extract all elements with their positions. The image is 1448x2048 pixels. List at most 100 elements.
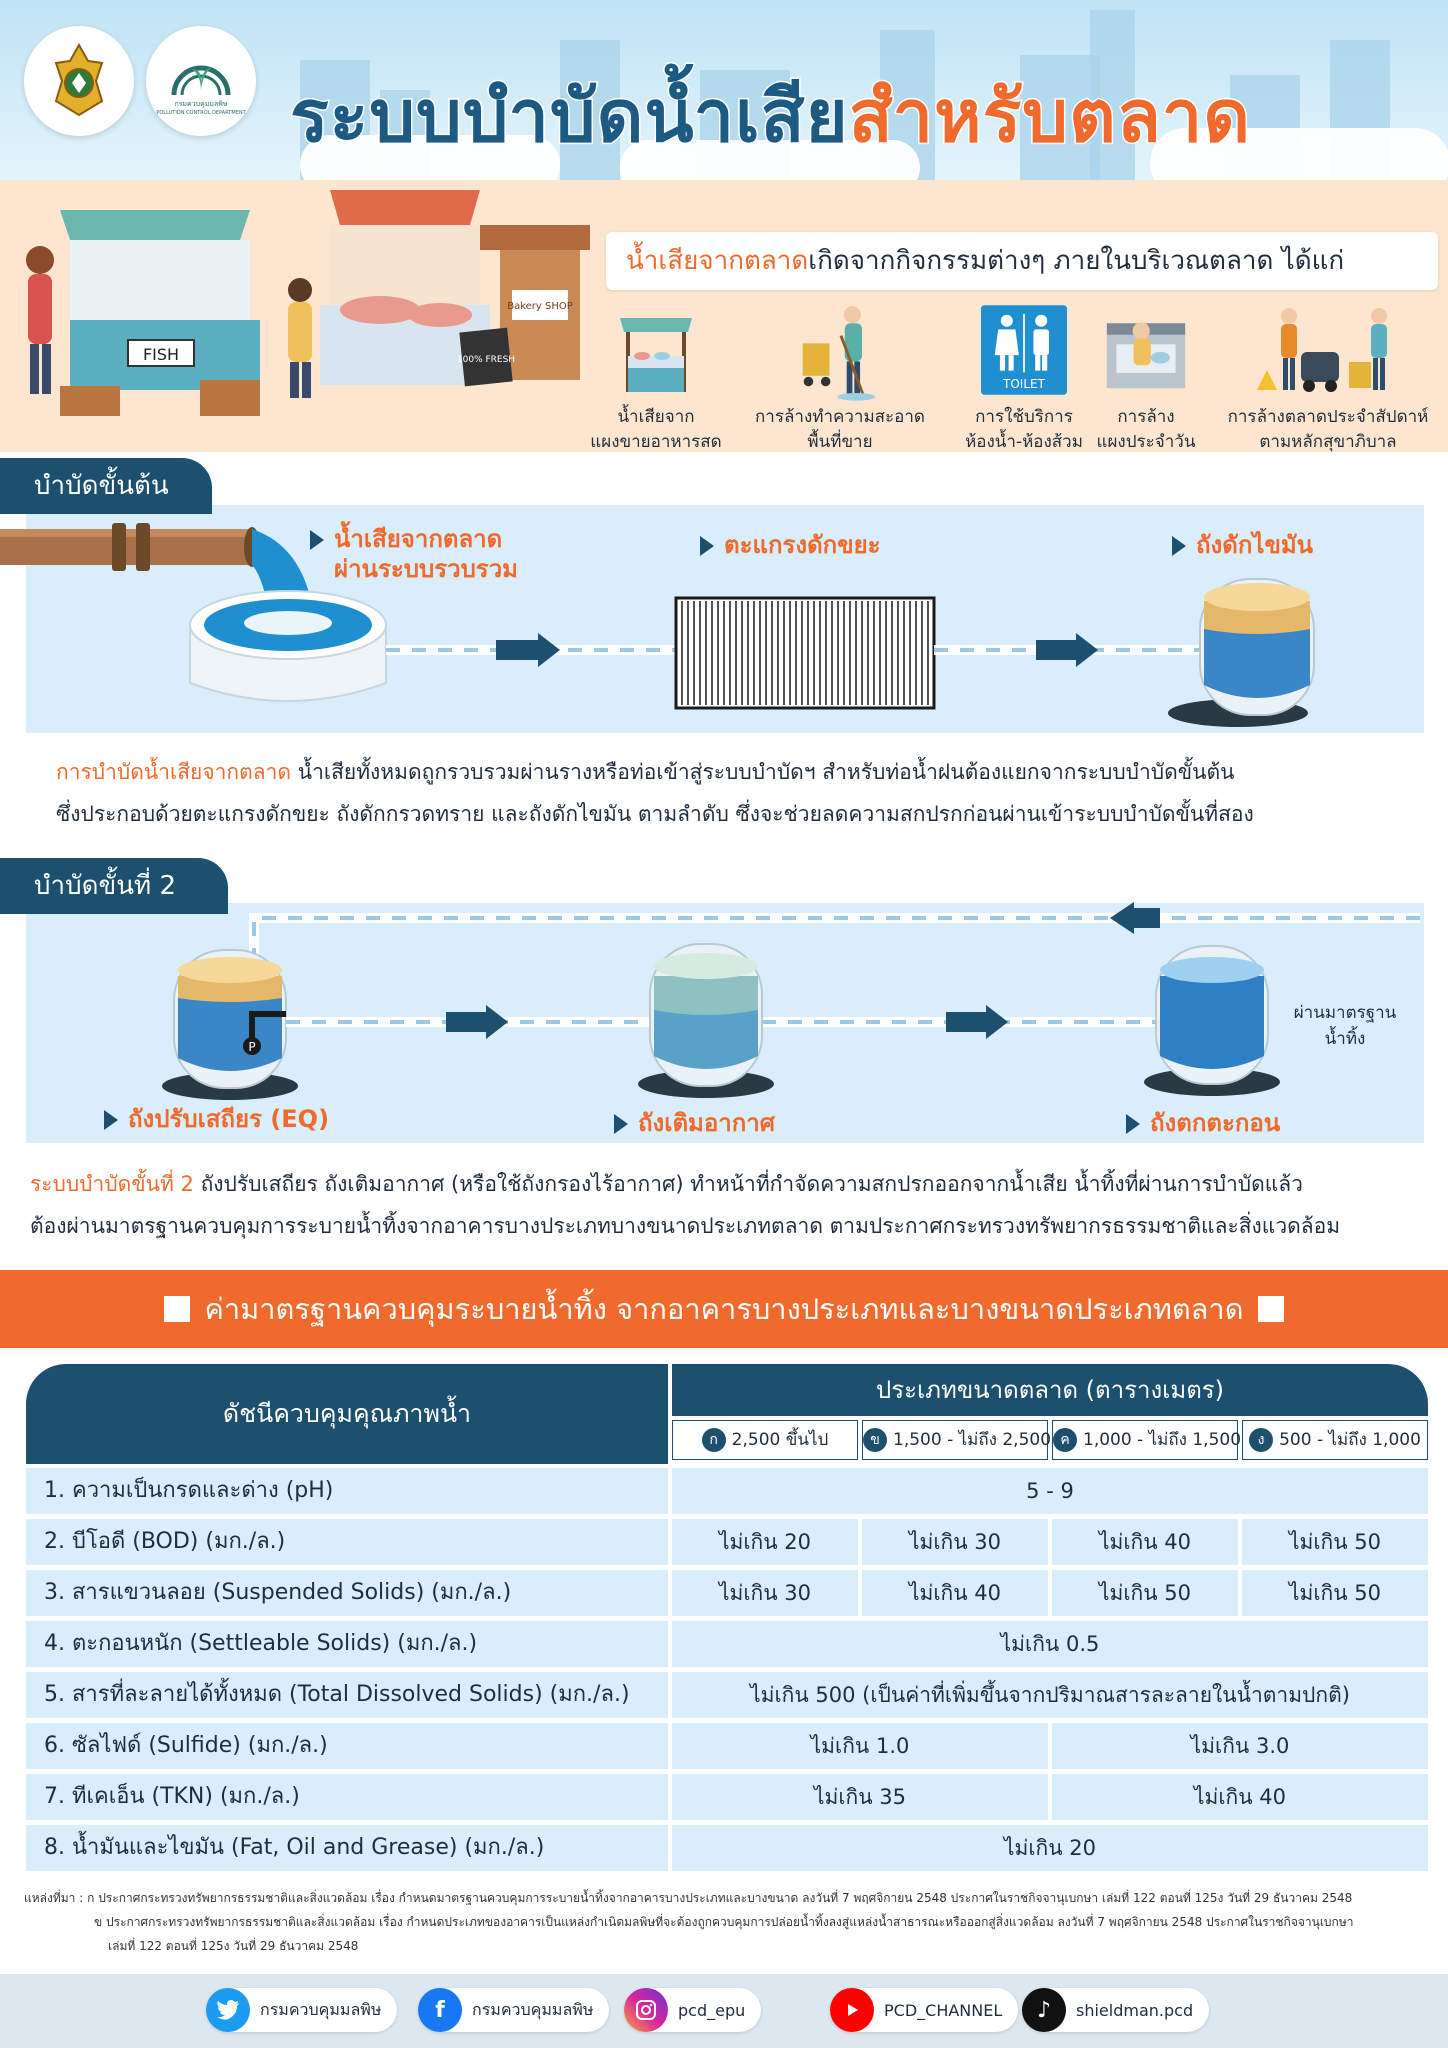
- table-cell: ไม่เกิน 500 (เป็นค่าที่เพิ่มขึ้นจากปริมา…: [672, 1672, 1428, 1718]
- pcd-logo-subtext: POLLUTION CONTROL DEPARTMENT: [156, 110, 246, 117]
- table-row-label: 7. ทีเคเอ็น (TKN) (มก./ล.): [26, 1774, 668, 1820]
- pointer-arrow-icon: [310, 530, 324, 550]
- source-label-line1: น้ำเสียจาก: [617, 407, 695, 427]
- toilet-icon-text: TOILET: [1002, 377, 1046, 391]
- reference-2-continued: เล่มที่ 122 ตอนที่ 125ง วันที่ 29 ธันวาค…: [108, 1939, 359, 1953]
- intro-box: น้ำเสียจากตลาดเกิดจากกิจกรรมต่างๆ ภายในบ…: [606, 232, 1438, 290]
- youtube-icon: [830, 1988, 874, 2032]
- fresh-sign: 100% FRESH: [457, 355, 515, 365]
- stage2-diagram: P: [162, 902, 1420, 1100]
- table-cell: ไม่เกิน 50: [1242, 1519, 1428, 1565]
- table-cell: ไม่เกิน 1.0: [672, 1723, 1048, 1769]
- table-cell: ไม่เกิน 20: [672, 1825, 1428, 1871]
- tiktok-handle: shieldman.pcd: [1076, 2000, 1194, 2020]
- pointer-arrow-icon: [614, 1114, 628, 1134]
- market-illustration: FISH Bakery SHOP 100% FRESH: [0, 180, 590, 420]
- table-row-label: 4. ตะกอนหนัก (Settleable Solids) (มก./ล.…: [26, 1621, 668, 1667]
- table-row-label: 8. น้ำมันและไขมัน (Fat, Oil and Grease) …: [26, 1825, 668, 1871]
- pcd-logo: กรมควบคุมมลพิษ POLLUTION CONTROL DEPARTM…: [146, 26, 256, 136]
- table-cell: ไม่เกิน 40: [1052, 1774, 1428, 1820]
- stage1-tab: บำบัดขั้นต้น: [0, 458, 212, 514]
- table-cell: ไม่เกิน 30: [672, 1570, 858, 1616]
- square-bullet-icon: [1257, 1296, 1284, 1322]
- table-cell: ไม่เกิน 3.0: [1052, 1723, 1428, 1769]
- table-cell: ไม่เกิน 20: [672, 1519, 858, 1565]
- standards-banner: [0, 1270, 1448, 1348]
- page-title-main: ระบบบำบัดน้ำเสีย: [289, 73, 850, 160]
- source-floor-cleaning: การล้างทำความสะอาด พื้นที่ขาย: [752, 295, 928, 455]
- stage2-tab: บำบัดขั้นที่ 2: [0, 858, 228, 914]
- stall-washing-icon: [1103, 295, 1189, 405]
- stage2-label-eq: ถังปรับเสถียร (EQ): [104, 1104, 329, 1134]
- source-label-line1: การล้างทำความสะอาด: [755, 407, 925, 427]
- pointer-arrow-icon: [104, 1110, 118, 1130]
- stage1-description: การบำบัดน้ำเสียจากตลาด น้ำเสียทั้งหมดถูก…: [56, 760, 1254, 826]
- pcd-logo-text: กรมควบคุมมลพิษ: [174, 100, 228, 109]
- source-toilet: TOILET การใช้บริการ ห้องน้ำ-ห้องส้วม: [936, 295, 1112, 455]
- source-stall-washing: การล้าง แผงประจำวัน: [1058, 295, 1234, 455]
- table-row-label: 5. สารที่ละลายได้ทั้งหมด (Total Dissolve…: [26, 1672, 668, 1718]
- table-row-label: 1. ความเป็นกรดและด่าง (pH): [26, 1468, 668, 1514]
- floor-cleaning-icon: [797, 295, 883, 405]
- ministry-emblem-logo: [24, 26, 134, 136]
- pointer-arrow-icon: [1126, 1114, 1140, 1134]
- table-cell: ไม่เกิน 50: [1242, 1570, 1428, 1616]
- youtube-handle: PCD_CHANNEL: [884, 2000, 1003, 2020]
- table-cell: ไม่เกิน 35: [672, 1774, 1048, 1820]
- intro-highlight: น้ำเสียจากตลาด: [626, 246, 809, 276]
- source-label-line2: พื้นที่ขาย: [807, 432, 873, 452]
- table-cell: 5 - 9: [672, 1468, 1428, 1514]
- instagram-icon: [624, 1988, 668, 2032]
- twitter-handle: กรมควบคุมมลพิษ: [260, 1999, 382, 2019]
- header: [0, 0, 1448, 180]
- facebook-icon: f: [418, 1988, 462, 2032]
- page-title: ระบบบำบัดน้ำเสียสำหรับตลาด: [289, 58, 1252, 173]
- source-label-line2: ห้องน้ำ-ห้องส้วม: [965, 432, 1083, 452]
- stage2-label-aeration: ถังเติมอากาศ: [614, 1108, 775, 1138]
- source-label-line1: การล้าง: [1117, 407, 1175, 427]
- table-cell: ไม่เกิน 40: [862, 1570, 1048, 1616]
- youtube-link[interactable]: PCD_CHANNEL: [830, 1988, 1019, 2032]
- tiktok-link[interactable]: ♪ shieldman.pcd: [1022, 1988, 1210, 2032]
- pointer-arrow-icon: [1172, 536, 1186, 556]
- pump-label: P: [248, 1040, 255, 1054]
- table-header-market-size: ประเภทขนาดตลาด (ตารางเมตร): [672, 1364, 1428, 1416]
- facebook-link[interactable]: f กรมควบคุมมลพิษ: [418, 1988, 610, 2032]
- toilet-icon: TOILET: [981, 295, 1067, 405]
- source-weekly-market-cleaning: การล้างตลาดประจำสัปดาห์ ตามหลักสุขาภิบาล: [1210, 295, 1446, 455]
- instagram-link[interactable]: pcd_epu: [624, 1988, 762, 2032]
- table-row-label: 2. บีโอดี (BOD) (มก./ล.): [26, 1519, 668, 1565]
- stage1-label-grease: ถังดักไขมัน: [1172, 530, 1313, 560]
- stage1-label-inflow: น้ำเสียจากตลาด ผ่านระบบรวบรวม: [310, 524, 518, 584]
- stage2-label-settling: ถังตกตะกอน: [1126, 1108, 1280, 1138]
- source-label-line1: การใช้บริการ: [975, 407, 1073, 427]
- source-label-line2: ตามหลักสุขาภิบาล: [1259, 432, 1397, 452]
- table-cell: ไม่เกิน 50: [1052, 1570, 1238, 1616]
- twitter-icon: [206, 1988, 250, 2032]
- pointer-arrow-icon: [700, 536, 714, 556]
- page-title-accent: สำหรับตลาด: [847, 73, 1252, 160]
- instagram-handle: pcd_epu: [678, 2000, 746, 2020]
- table-row-label: 6. ซัลไฟด์ (Sulfide) (มก./ล.): [26, 1723, 668, 1769]
- source-label-line2: แผงขายอาหารสด: [590, 432, 722, 452]
- standards-banner-text: ค่ามาตรฐานควบคุมระบายน้ำทิ้ง จากอาคารบาง…: [0, 1270, 1448, 1348]
- fresh-food-stall-icon: [613, 295, 699, 405]
- source-label-line1: การล้างตลาดประจำสัปดาห์: [1227, 407, 1429, 427]
- table-cell: ไม่เกิน 40: [1052, 1519, 1238, 1565]
- table-row-label: 3. สารแขวนลอย (Suspended Solids) (มก./ล.…: [26, 1570, 668, 1616]
- reference-2: ข ประกาศกระทรวงทรัพยากรธรรมชาติและสิ่งแว…: [94, 1915, 1354, 1929]
- twitter-link[interactable]: กรมควบคุมมลพิษ: [206, 1988, 398, 2032]
- weekly-market-cleaning-icon: [1248, 295, 1408, 405]
- source-fresh-food-stall: น้ำเสียจาก แผงขายอาหารสด: [568, 295, 744, 455]
- source-label-line2: แผงประจำวัน: [1096, 432, 1196, 452]
- table-cell: ไม่เกิน 0.5: [672, 1621, 1428, 1667]
- stage1-diagram: [0, 523, 1315, 727]
- table-cell: ไม่เกิน 30: [862, 1519, 1048, 1565]
- references: แหล่งที่มา : ก ประกาศกระทรวงทรัพยากรธรรม…: [24, 1886, 1434, 1958]
- bakery-sign: Bakery SHOP: [507, 301, 573, 312]
- facebook-handle: กรมควบคุมมลพิษ: [472, 1999, 594, 2019]
